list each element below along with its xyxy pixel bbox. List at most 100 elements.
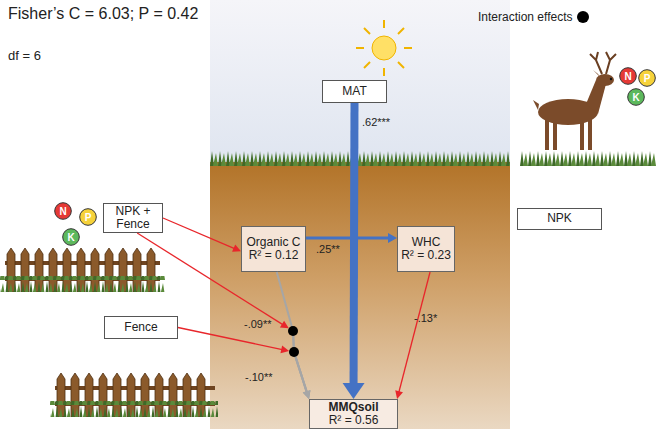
deer-antlers — [590, 52, 616, 74]
grass-strip — [210, 150, 510, 166]
antler — [606, 52, 616, 74]
nutrient-circle: P — [638, 69, 656, 87]
sun-disc — [372, 36, 396, 60]
treatment-box: NPK + Fence — [103, 203, 163, 233]
model-fit-statistic: Fisher’s C = 6.03; P = 0.42 — [8, 4, 208, 23]
grass-strip — [50, 401, 218, 417]
path-coefficient: .62*** — [362, 116, 390, 128]
connectors — [137, 103, 430, 399]
node-label: WHC — [412, 236, 441, 249]
legend-text: Interaction effects — [478, 10, 573, 24]
circle-shape — [628, 89, 645, 106]
path-coefficient: -.13* — [414, 312, 437, 324]
sun-ray — [404, 47, 412, 49]
soil — [210, 162, 510, 429]
connector-line — [178, 328, 282, 350]
fence-illustration — [0, 248, 165, 292]
path-connector — [343, 103, 365, 399]
path-connector — [277, 272, 311, 399]
path-coefficient: .25** — [316, 243, 340, 255]
arrow-head — [303, 390, 311, 399]
node-label: N — [59, 206, 66, 217]
variable-box: MAT — [322, 80, 387, 103]
arrow-head — [388, 233, 397, 243]
node-statistic: R² = 0.23 — [401, 249, 451, 262]
node-label: MMQsoil — [329, 401, 379, 414]
deer-head — [596, 74, 614, 86]
connector-line — [399, 272, 430, 392]
node-label: N — [624, 71, 631, 82]
sun — [356, 20, 412, 76]
path-connector — [163, 218, 241, 252]
sun-ray — [398, 28, 404, 34]
arrow-head — [280, 321, 289, 329]
sun-ray — [364, 28, 370, 34]
connector-line — [306, 236, 389, 239]
node-label: Organic C — [246, 236, 300, 249]
circle-shape — [63, 229, 80, 246]
legend: Interaction effects — [478, 10, 589, 24]
fence-illustration — [50, 373, 218, 417]
variable-box: Organic CR² = 0.12 — [241, 226, 306, 272]
path-connector — [395, 272, 430, 399]
node-label: NPK + Fence — [104, 205, 162, 231]
sun-ray — [364, 62, 370, 68]
node-label: NPK — [547, 212, 572, 225]
treatment-box: NPK — [517, 208, 602, 230]
sky — [210, 0, 510, 165]
treatment-box: Fence — [104, 316, 178, 339]
nutrient-circle: P — [79, 208, 97, 226]
grass-strip — [520, 150, 656, 166]
node-label: P — [644, 73, 651, 84]
grass-strip — [0, 276, 165, 292]
deer-ear — [593, 70, 600, 77]
deer-illustration — [520, 52, 656, 166]
path-coefficient: -.10** — [245, 371, 273, 383]
deer-eye — [610, 78, 612, 80]
arrow-head — [280, 345, 289, 353]
connector-line — [163, 218, 235, 249]
legend-entry: Interaction effects — [478, 10, 589, 24]
degrees-of-freedom: df = 6 — [8, 48, 98, 64]
circle-shape — [620, 68, 637, 85]
legend-swatch — [577, 11, 589, 23]
node-label: K — [632, 92, 639, 103]
path-coefficient: -.09** — [244, 318, 272, 330]
circle-shape — [639, 70, 656, 87]
deer-tail — [533, 100, 539, 110]
circle-shape — [55, 203, 72, 220]
node-label: MAT — [342, 85, 366, 98]
connector-line — [350, 103, 359, 384]
deer — [533, 70, 614, 150]
node-statistic: R² = 0.56 — [329, 414, 379, 427]
connector-line — [294, 352, 307, 392]
antler — [590, 52, 602, 74]
sun-ray — [383, 20, 385, 28]
path-connector — [306, 233, 397, 243]
response-box: MMQsoilR² = 0.56 — [309, 399, 398, 429]
nutrient-circle: N — [54, 202, 72, 220]
nutrient-circle: K — [62, 228, 80, 246]
interaction-dot — [288, 326, 298, 336]
sun-ray — [356, 47, 364, 49]
node-label: K — [67, 232, 74, 243]
nutrient-circle: K — [627, 88, 645, 106]
circle-shape — [80, 209, 97, 226]
nutrient-circle: N — [619, 67, 637, 85]
arrow-head — [303, 390, 311, 399]
sun-ray — [398, 62, 404, 68]
arrow-head — [303, 390, 311, 399]
arrow-head — [343, 383, 365, 399]
sun-rays — [356, 20, 412, 76]
interaction-dot — [289, 347, 299, 357]
connector-line — [293, 331, 307, 392]
path-connector — [178, 328, 310, 400]
arrow-head — [232, 244, 241, 251]
sun-ray — [383, 68, 385, 76]
variable-box: WHCR² = 0.23 — [397, 226, 455, 272]
node-label: Fence — [124, 321, 157, 334]
node-label: P — [85, 212, 92, 223]
node-statistic: R² = 0.12 — [249, 249, 299, 262]
connector-line — [277, 272, 307, 392]
